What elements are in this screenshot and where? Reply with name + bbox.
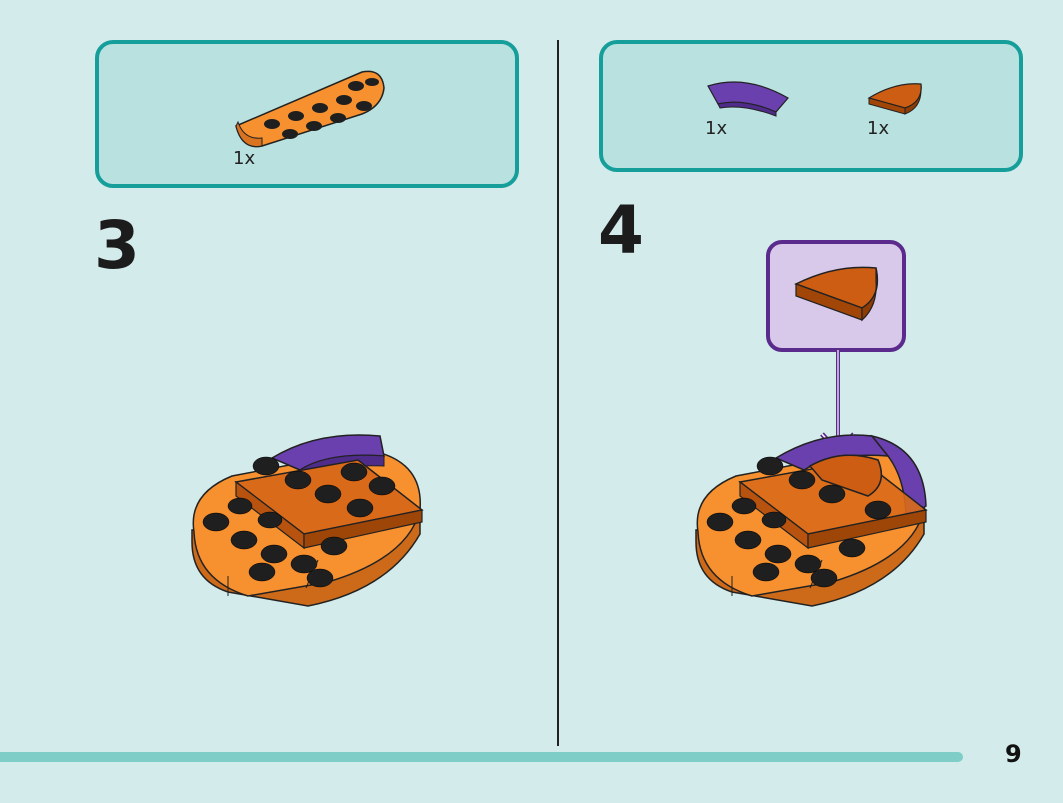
step-4-assembly-model <box>695 434 928 607</box>
callout-box <box>766 240 906 352</box>
part-quantity: 1x <box>705 118 728 139</box>
footer-bar <box>0 752 963 762</box>
orange-half-round-tile-icon <box>867 83 922 115</box>
step-4-parts-box: 1x 1x <box>599 40 1023 172</box>
step-3-parts-box: 1x <box>95 40 519 188</box>
step-3-assembly-model <box>191 434 424 607</box>
orange-oval-plate-icon <box>235 70 385 148</box>
page-divider <box>557 40 559 746</box>
orange-half-round-tile-icon <box>794 266 879 322</box>
part-quantity: 1x <box>233 148 256 169</box>
purple-curved-tile-icon <box>707 81 789 117</box>
step-number: 4 <box>598 192 644 269</box>
page-number: 9 <box>1005 740 1022 768</box>
step-number: 3 <box>94 207 140 284</box>
part-quantity: 1x <box>867 118 890 139</box>
